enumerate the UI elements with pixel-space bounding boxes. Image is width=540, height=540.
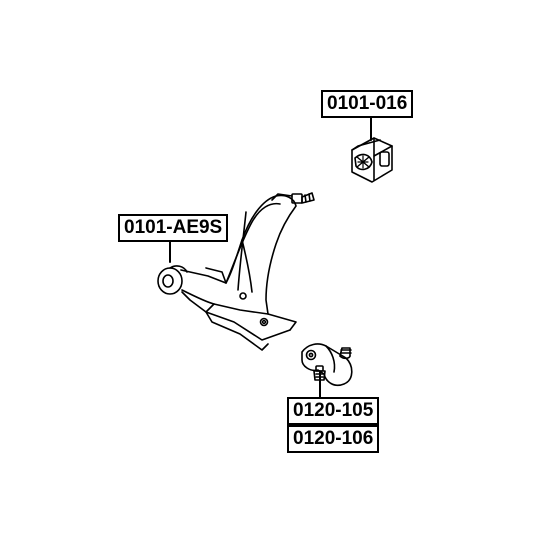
- control-arm-drawing: [157, 192, 315, 351]
- ball-joint-drawing: [301, 343, 353, 387]
- part-number-ball-joint-2: 0120-106: [287, 425, 380, 453]
- leader-lines: [169, 117, 372, 398]
- part-number-control-arm: 0101-AE9S: [118, 214, 229, 242]
- part-number-bushing: 0101-016: [321, 90, 414, 118]
- part-number-ball-joint-1: 0120-105: [287, 397, 380, 425]
- rear-bushing-drawing: [351, 137, 393, 183]
